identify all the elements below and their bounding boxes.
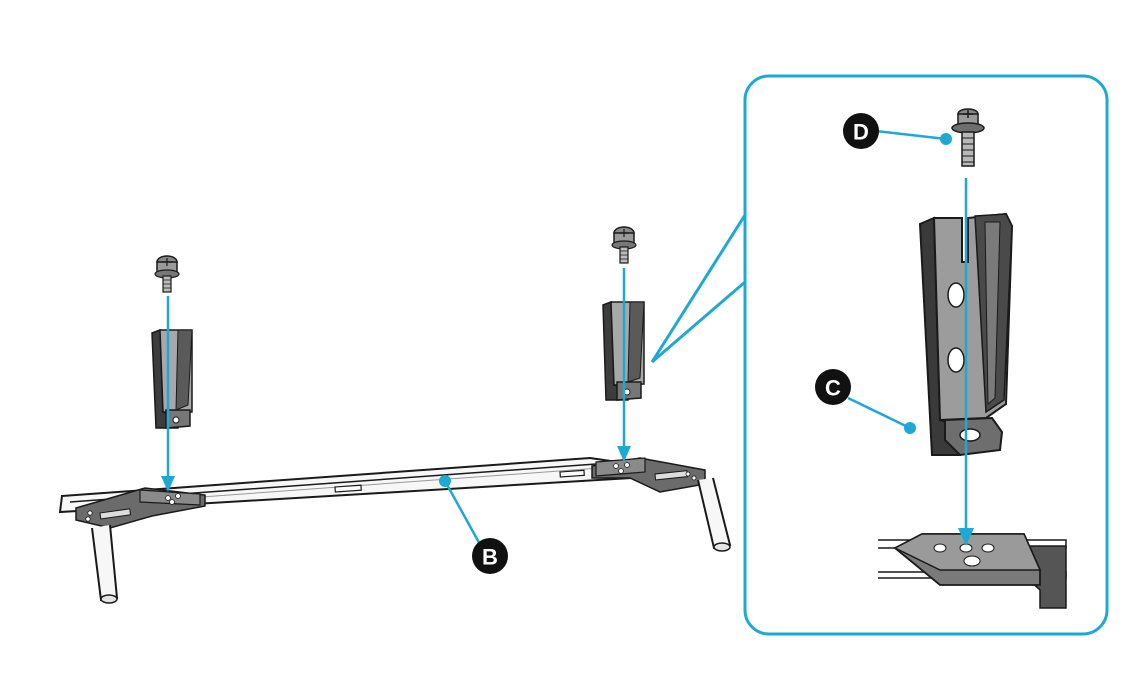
callout-c-label: C [825, 376, 841, 401]
detail-screw [951, 108, 985, 167]
right-leg [697, 477, 732, 552]
callout-d-label: D [853, 120, 869, 145]
detail-base-plate [878, 533, 1067, 609]
left-bracket [151, 328, 193, 429]
left-assembly-arrow [161, 296, 175, 492]
detail-inset: D C [650, 74, 1109, 636]
callout-b-label: B [482, 545, 498, 570]
right-bracket [602, 300, 645, 401]
callout-c: C [815, 369, 916, 434]
stand-base [58, 456, 732, 604]
detail-bracket [918, 212, 1014, 457]
detail-assembly-arrow [958, 178, 974, 546]
callout-b: B [439, 475, 508, 574]
right-assembly-arrow [617, 268, 631, 462]
right-mount-plate [591, 457, 706, 493]
right-screw [611, 226, 637, 264]
left-mount-plate [75, 487, 206, 529]
left-leg [91, 524, 119, 604]
callout-d: D [843, 113, 952, 149]
left-screw [154, 255, 180, 293]
